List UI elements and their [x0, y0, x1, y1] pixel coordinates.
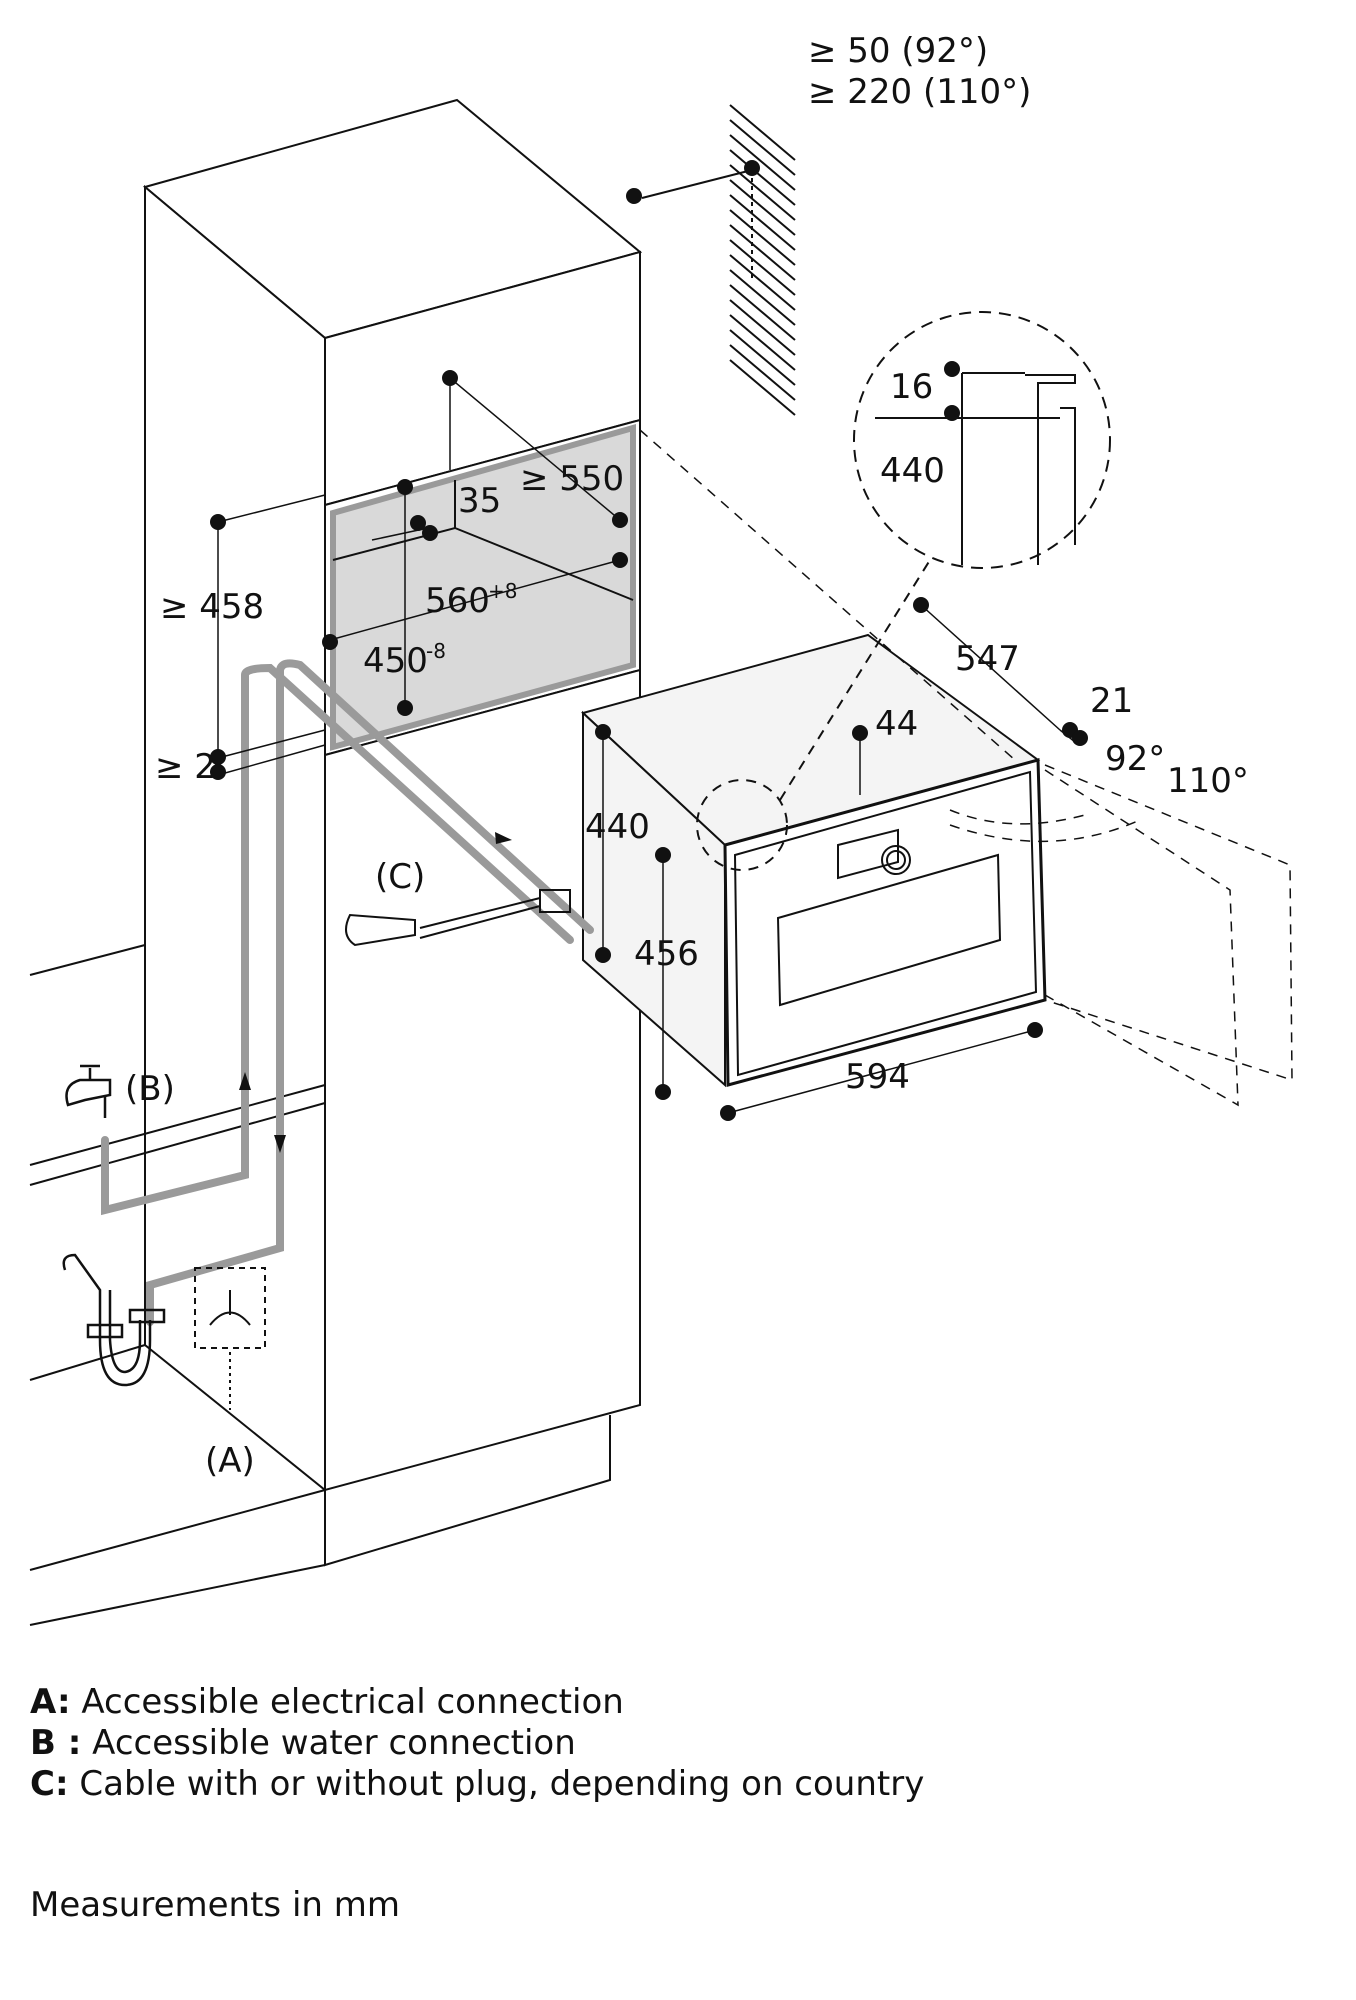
- niche-width-label: 560: [425, 581, 490, 621]
- ventilation-grille: [641, 104, 796, 416]
- callout-a: (A): [205, 1441, 255, 1481]
- dimension-labels: ≥ 50 (92°) ≥ 220 (110°) 16 440 ≥ 550 35 …: [125, 31, 1249, 1481]
- front-thickness-label: 21: [1090, 681, 1133, 721]
- niche-recess: [330, 424, 636, 751]
- appliance-depth-label: 547: [955, 639, 1020, 679]
- front-height-label: 456: [634, 934, 699, 974]
- hose-arrows: [239, 832, 512, 1153]
- niche-inner-tolerance: -8: [426, 639, 446, 663]
- appliance-height-label: 440: [585, 807, 650, 847]
- siphon-drain-icon: [62, 1253, 166, 1387]
- door-swing: [639, 429, 1293, 1107]
- front-width-label: 594: [845, 1057, 910, 1097]
- legend-item-c: C: Cable with or without plug, depending…: [30, 1764, 924, 1805]
- water-hoses: [101, 659, 594, 1326]
- niche-gap-label: ≥ 2: [155, 747, 216, 787]
- niche-35-label: 35: [458, 481, 501, 521]
- legend-item-a: A: Accessible electrical connection: [30, 1682, 924, 1723]
- vent-bottom-label: ≥ 220 (110°): [808, 72, 1031, 112]
- legend: A: Accessible electrical connection B : …: [30, 1682, 924, 1805]
- electrical-socket-icon: [194, 1267, 266, 1410]
- control-44-label: 44: [875, 704, 918, 744]
- legend-text: Accessible water connection: [92, 1723, 576, 1763]
- installation-diagram: ≥ 50 (92°) ≥ 220 (110°) 16 440 ≥ 550 35 …: [29, 31, 1293, 1626]
- appliance: [581, 633, 1047, 1088]
- power-cable: [345, 889, 571, 947]
- vent-top-label: ≥ 50 (92°): [808, 31, 988, 71]
- niche-inner-label: 450: [363, 641, 428, 681]
- callout-c: (C): [375, 857, 425, 897]
- legend-item-b: B : Accessible water connection: [30, 1723, 924, 1764]
- detail-callout: [696, 311, 1111, 871]
- detail-440-label: 440: [880, 451, 945, 491]
- water-tap-icon: [65, 1064, 112, 1118]
- callout-b: (B): [125, 1069, 175, 1109]
- niche-width-tolerance: +8: [488, 579, 517, 603]
- legend-text: Cable with or without plug, depending on…: [79, 1764, 925, 1804]
- door-110-label: 110°: [1167, 761, 1249, 801]
- detail-16-label: 16: [890, 367, 933, 407]
- legend-key: B :: [30, 1723, 82, 1763]
- legend-key: A:: [30, 1682, 71, 1722]
- legend-key: C:: [30, 1764, 69, 1804]
- niche-height-label: ≥ 458: [160, 587, 264, 627]
- door-92-label: 92°: [1105, 739, 1165, 779]
- units-note: Measurements in mm: [30, 1885, 400, 1925]
- cabinet: [29, 98, 643, 1626]
- legend-text: Accessible electrical connection: [81, 1682, 624, 1722]
- dimension-points: [210, 160, 1088, 1121]
- niche-depth-label: ≥ 550: [520, 459, 624, 499]
